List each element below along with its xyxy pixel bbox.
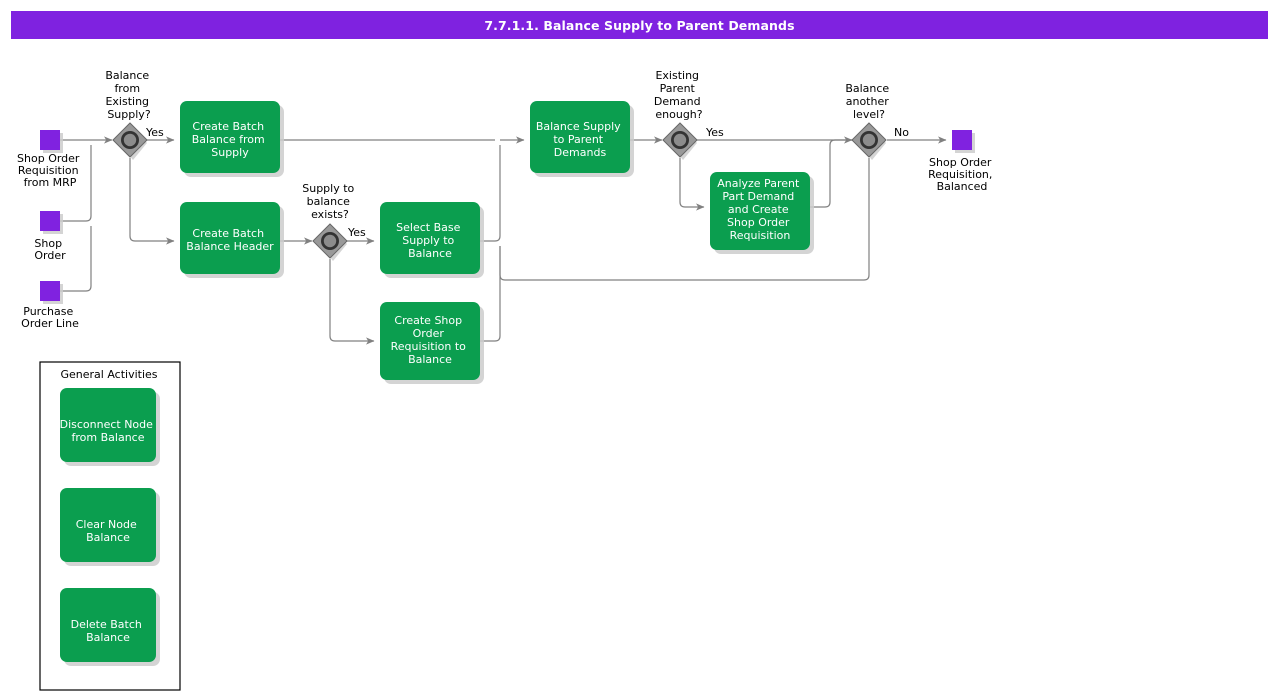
end-node-label: Shop Order Requisition, Balanced [928,156,996,193]
process-label: Create Batch Balance from Supply [192,120,268,159]
process-box[interactable] [380,302,480,380]
end-node-shop-order-requisition-balanced[interactable]: Shop Order Requisition, Balanced [928,130,996,193]
edge-shop-order-to-bus [60,145,92,222]
legend-item-disconnect-node-from-balance[interactable]: Disconnect Node from Balance [60,388,160,466]
decision-branch-label: No [894,126,909,139]
process-label: Analyze Parent Part Demand and Create Sh… [717,177,803,242]
decision-balance-from-existing-supply[interactable]: Balance from Existing Supply? Yes [105,69,164,160]
process-box[interactable] [60,388,156,462]
start-node-shop-order-requisition-from-mrp[interactable]: Shop Order Requisition from MRP [17,130,83,189]
start-node-square[interactable] [40,211,60,231]
process-select-base-supply-to-balance[interactable]: Select Base Supply to Balance [380,202,484,278]
edge-analyze-parent-to-d4 [810,139,852,208]
decision-branch-label: Yes [145,126,164,139]
page-title-bar: 7.7.1.1. Balance Supply to Parent Demand… [11,11,1268,39]
legend-item-clear-node-balance[interactable]: Clear Node Balance [60,488,160,566]
start-node-square[interactable] [40,281,60,301]
process-balance-supply-to-parent-demands[interactable]: Balance Supply to Parent Demands [530,101,634,177]
process-label: Balance Supply to Parent Demands [536,120,624,159]
decision-branch-label: Yes [347,226,366,239]
decision-ring-inner-icon [673,133,687,147]
edge-d1-no-to-create-batch-balance-header [129,158,175,245]
legend-title: General Activities [60,368,157,381]
process-box[interactable] [180,202,280,274]
process-box[interactable] [710,172,810,250]
process-label: Disconnect Node from Balance [60,418,157,444]
start-node-purchase-order-line[interactable]: Purchase Order Line [21,281,79,330]
process-label: Select Base Supply to Balance [396,221,464,260]
start-node-label: Shop Order [34,237,66,262]
decision-ring-inner-icon [123,133,137,147]
process-label: Create Shop Order Requisition to Balance [391,314,470,366]
start-node-label: Purchase Order Line [21,305,79,330]
start-node-square[interactable] [40,130,60,150]
edge-purchase-order-line-to-bus [60,226,92,292]
decision-label: Supply to balance exists? [302,182,358,221]
general-activities-legend: General Activities Disconnect Node from … [39,361,181,691]
end-node-square[interactable] [952,130,972,150]
page-title: 7.7.1.1. Balance Supply to Parent Demand… [484,17,795,33]
process-box[interactable] [60,488,156,562]
connector-layer [60,136,947,345]
process-box[interactable] [180,101,280,173]
process-create-batch-balance-from-supply[interactable]: Create Batch Balance from Supply [180,101,284,177]
process-box[interactable] [60,588,156,662]
decision-balance-another-level[interactable]: Balance another level? No [845,82,909,160]
edge-select-base-supply-to-top-bus [480,145,501,242]
decision-label: Existing Parent Demand enough? [654,69,704,121]
process-create-batch-balance-header[interactable]: Create Batch Balance Header [180,202,284,278]
process-analyze-parent-part-demand-and-create-shop-order-requisition[interactable]: Analyze Parent Part Demand and Create Sh… [710,172,814,254]
process-label: Delete Batch Balance [71,618,146,644]
process-create-shop-order-requisition-to-balance[interactable]: Create Shop Order Requisition to Balance [380,302,484,384]
process-label: Clear Node Balance [76,518,140,544]
decision-label: Balance another level? [845,82,892,121]
decision-ring-inner-icon [323,234,337,248]
start-node-shop-order[interactable]: Shop Order [34,211,66,262]
decision-ring-inner-icon [862,133,876,147]
decision-supply-to-balance-exists[interactable]: Supply to balance exists? Yes [302,182,366,261]
start-node-label: Shop Order Requisition from MRP [17,152,83,189]
process-label: Create Batch Balance Header [186,227,274,253]
edge-create-shop-order-req-to-top-bus [480,246,501,342]
edge-d4-yes-feedback-loop [499,158,870,281]
edge-d2-no-to-create-shop-order-requisition [329,259,375,345]
legend-item-delete-batch-balance[interactable]: Delete Batch Balance [60,588,160,666]
decision-label: Balance from Existing Supply? [105,69,152,121]
process-box[interactable] [530,101,630,173]
process-box[interactable] [380,202,480,274]
decision-branch-label: Yes [705,126,724,139]
decision-existing-parent-demand-enough[interactable]: Existing Parent Demand enough? Yes [654,69,724,160]
edge-d3-no-to-analyze-parent-part-demand [679,158,705,211]
